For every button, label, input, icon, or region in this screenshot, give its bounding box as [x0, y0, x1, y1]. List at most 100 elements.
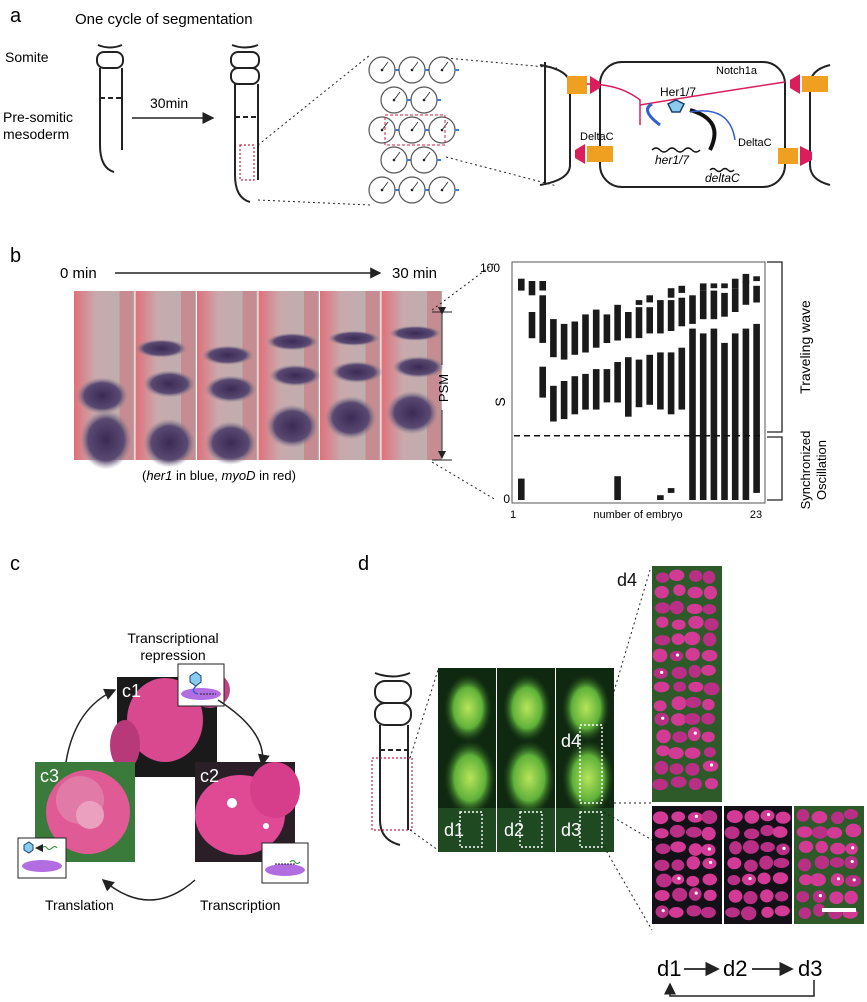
- deltac-label-left: DeltaC: [580, 131, 614, 143]
- zoom-line-bottom-a: [257, 199, 371, 206]
- embryo-13-bar-3: [646, 295, 653, 303]
- x-axis-label: number of embryo: [593, 509, 682, 521]
- traveling-wave-label: Traveling wave: [797, 300, 813, 394]
- synchronized-bracket: [767, 436, 783, 501]
- her-protein-hexagon: [666, 99, 686, 113]
- embryo-11-bar-2: [625, 312, 632, 339]
- embryo-18-bar-3: [699, 283, 707, 291]
- deltac-label-right: DeltaC: [738, 137, 772, 149]
- x-tick-label-first: 1: [510, 509, 516, 521]
- zoom-line-d3: [603, 811, 653, 841]
- cycle-arrow-c3-c1: [65, 688, 117, 763]
- embryo-16-bar-1: [678, 347, 686, 410]
- transcription-icon: [261, 842, 309, 884]
- embryo-18-bar-2: [699, 290, 707, 320]
- embryo-13-bar-2: [646, 307, 653, 334]
- embryo-15-bar-4: [667, 288, 675, 298]
- embryo-23-bar-2: [753, 285, 760, 303]
- embryo-6-bar-1: [571, 376, 579, 415]
- d1-label: d1: [444, 820, 464, 840]
- zoom-line-top-a2: [445, 57, 558, 69]
- embryo-10-bar-1: [614, 476, 621, 500]
- deltac-green-panels: [438, 668, 614, 852]
- synchronized-label-line2: Oscillation: [814, 440, 829, 500]
- psm-label-line1: Pre-somitic: [3, 109, 73, 125]
- embryo-19-bar-2: [710, 290, 718, 320]
- deltac-ligand-left: [575, 144, 613, 164]
- y-tick-label-bottom: 0: [503, 492, 510, 506]
- her1-in-situ-photo-series: [74, 291, 445, 470]
- embryo-15-bar-1: [667, 488, 675, 493]
- deltac-ligand-right: [778, 146, 812, 166]
- embryo-3-bar-2: [539, 295, 546, 343]
- embryo-4-bar-2: [550, 319, 557, 358]
- d2-label: d2: [504, 820, 524, 840]
- psm-label: PSM: [436, 374, 451, 402]
- embryo-20-bar-1: [721, 342, 728, 500]
- embryo-11-bar-1: [625, 357, 632, 417]
- zoom-box-d: [371, 757, 413, 831]
- embryo-10-bar-2: [614, 362, 621, 403]
- notch-label: Notch1a: [716, 65, 758, 77]
- embryo-tail-before: [96, 44, 124, 173]
- time-label: 30min: [150, 95, 188, 111]
- time-end-label: 30 min: [392, 265, 437, 282]
- embryo-3-bar-1: [539, 366, 546, 398]
- zoom-line-bottom-a2: [445, 156, 558, 187]
- notch-signaling-diagram: [539, 61, 831, 188]
- embryo-8-bar-1: [592, 369, 600, 410]
- flow-d3: d3: [798, 956, 822, 981]
- d4-label: d4: [561, 731, 581, 751]
- scale-bar: [822, 908, 856, 912]
- psm-label-line2: mesoderm: [3, 126, 69, 142]
- embryo-13-bar-1: [646, 354, 653, 405]
- embryo-3-bar-3: [539, 281, 546, 291]
- zoom-line-d3-bottom: [603, 846, 653, 931]
- her-repression-arrow: [646, 102, 661, 127]
- zoom-line-top-a: [257, 54, 371, 146]
- flow-d2: d2: [723, 956, 747, 981]
- repression-label-line1: Transcriptional: [127, 630, 218, 646]
- cell-lattice: [368, 55, 459, 208]
- embryo-23-bar-1: [753, 323, 760, 493]
- photo-caption: (her1 in blue, myoD in red): [142, 468, 296, 483]
- embryo-15-bar-2: [667, 352, 675, 415]
- x-tick-label-last: 23: [750, 509, 762, 521]
- embryo-8-bar-2: [592, 309, 600, 348]
- her-gene-label: her1/7: [655, 153, 690, 167]
- deltac-gene-label: deltaC: [705, 171, 740, 185]
- embryo-15-bar-3: [667, 300, 675, 331]
- flow-d1: d1: [657, 956, 681, 981]
- c3-label: c3: [40, 766, 59, 786]
- zoom-line-bottom-b: [431, 461, 497, 501]
- embryo-22-bar-3: [742, 273, 750, 284]
- embryo-14-bar-3: [657, 300, 664, 334]
- embryo-9-bar-2: [603, 314, 611, 343]
- embryo-18-bar-1: [699, 333, 707, 500]
- time-start-label: 0 min: [60, 265, 97, 282]
- embryo-2-bar-2: [528, 281, 536, 296]
- embryo-17-bar-1: [689, 328, 696, 500]
- somite-label: Somite: [5, 49, 49, 65]
- notch-signal-arrow-2: [639, 81, 786, 106]
- embryo-5-bar-2: [560, 323, 568, 360]
- embryo-22-bar-1: [742, 328, 750, 500]
- zoom-line-top-b: [431, 261, 497, 311]
- flow-return-arrow: [664, 980, 815, 997]
- embryo-10-bar-3: [614, 304, 621, 341]
- embryo-tail-after: [230, 44, 260, 203]
- panel-a-title: One cycle of segmentation: [75, 11, 253, 28]
- embryo-1-bar-1: [518, 478, 525, 500]
- embryo-19-bar-1: [710, 328, 718, 500]
- deltac-repression-line: [689, 110, 736, 141]
- embryo-17-bar-2: [689, 295, 696, 324]
- d4-inset-label: d4: [617, 570, 637, 590]
- c1-label: c1: [122, 681, 141, 701]
- embryo-21-bar-3: [731, 278, 739, 289]
- embryo-1-bar-2: [518, 278, 525, 291]
- embryo-23-bar-3: [753, 276, 760, 282]
- embryo-22-bar-2: [742, 281, 750, 305]
- c2-label: c2: [200, 766, 219, 786]
- embryo-16-bar-3: [678, 285, 686, 293]
- panel-d-letter: d: [358, 553, 369, 575]
